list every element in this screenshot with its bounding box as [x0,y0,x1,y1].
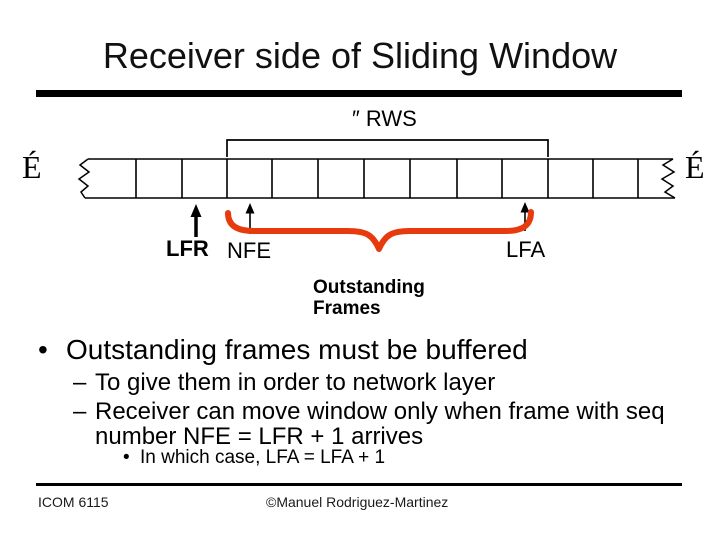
bullet-level2-first: – To give them in order to network layer [73,370,693,395]
outstanding-frames-label: Outstanding Frames [313,277,425,319]
lfr-arrow [190,204,202,237]
lfa-label: LFA [506,237,546,262]
bullet-level1: • Outstanding frames must be buffered [38,335,698,365]
slide-title: Receiver side of Sliding Window [102,35,618,76]
bullet-level2-second: – Receiver can move window only when fra… [73,399,683,449]
outstanding-frames-label-line2: Frames [313,298,381,319]
bullet-glyph: • [123,447,130,468]
left-continuation-glyph: É [22,149,42,185]
dash-glyph: – [73,369,87,396]
lfr-label: LFR [166,236,209,261]
bullet-level2-second-text: Receiver can move window only when frame… [95,398,665,450]
frame-row-right-zigzag [660,158,676,199]
title-divider-rule [36,90,682,97]
outstanding-frames-brace [225,209,534,252]
frame-row-outline [85,158,675,199]
bullet-glyph: • [38,334,48,365]
nfe-label: NFE [227,238,271,263]
bullet-level1-text: Outstanding frames must be buffered [66,334,528,365]
bullet-level3: • In which case, LFA = LFA + 1 [123,447,683,468]
frame-row-left-zigzag [77,158,91,199]
rws-bracket [226,139,549,157]
bullet-level3-text: In which case, LFA = LFA + 1 [140,447,386,468]
dash-glyph: – [73,398,87,425]
footer-course-code: ICOM 6115 [38,494,109,510]
outstanding-frames-label-line1: Outstanding [313,277,425,298]
rws-label: ″ RWS [352,106,417,131]
footer-divider-rule [36,483,682,486]
bullet-level2-first-text: To give them in order to network layer [95,369,496,396]
footer-copyright: ©Manuel Rodriguez-Martinez [266,494,449,510]
frame-cell-dividers [135,159,639,198]
right-continuation-glyph: É [685,149,705,185]
